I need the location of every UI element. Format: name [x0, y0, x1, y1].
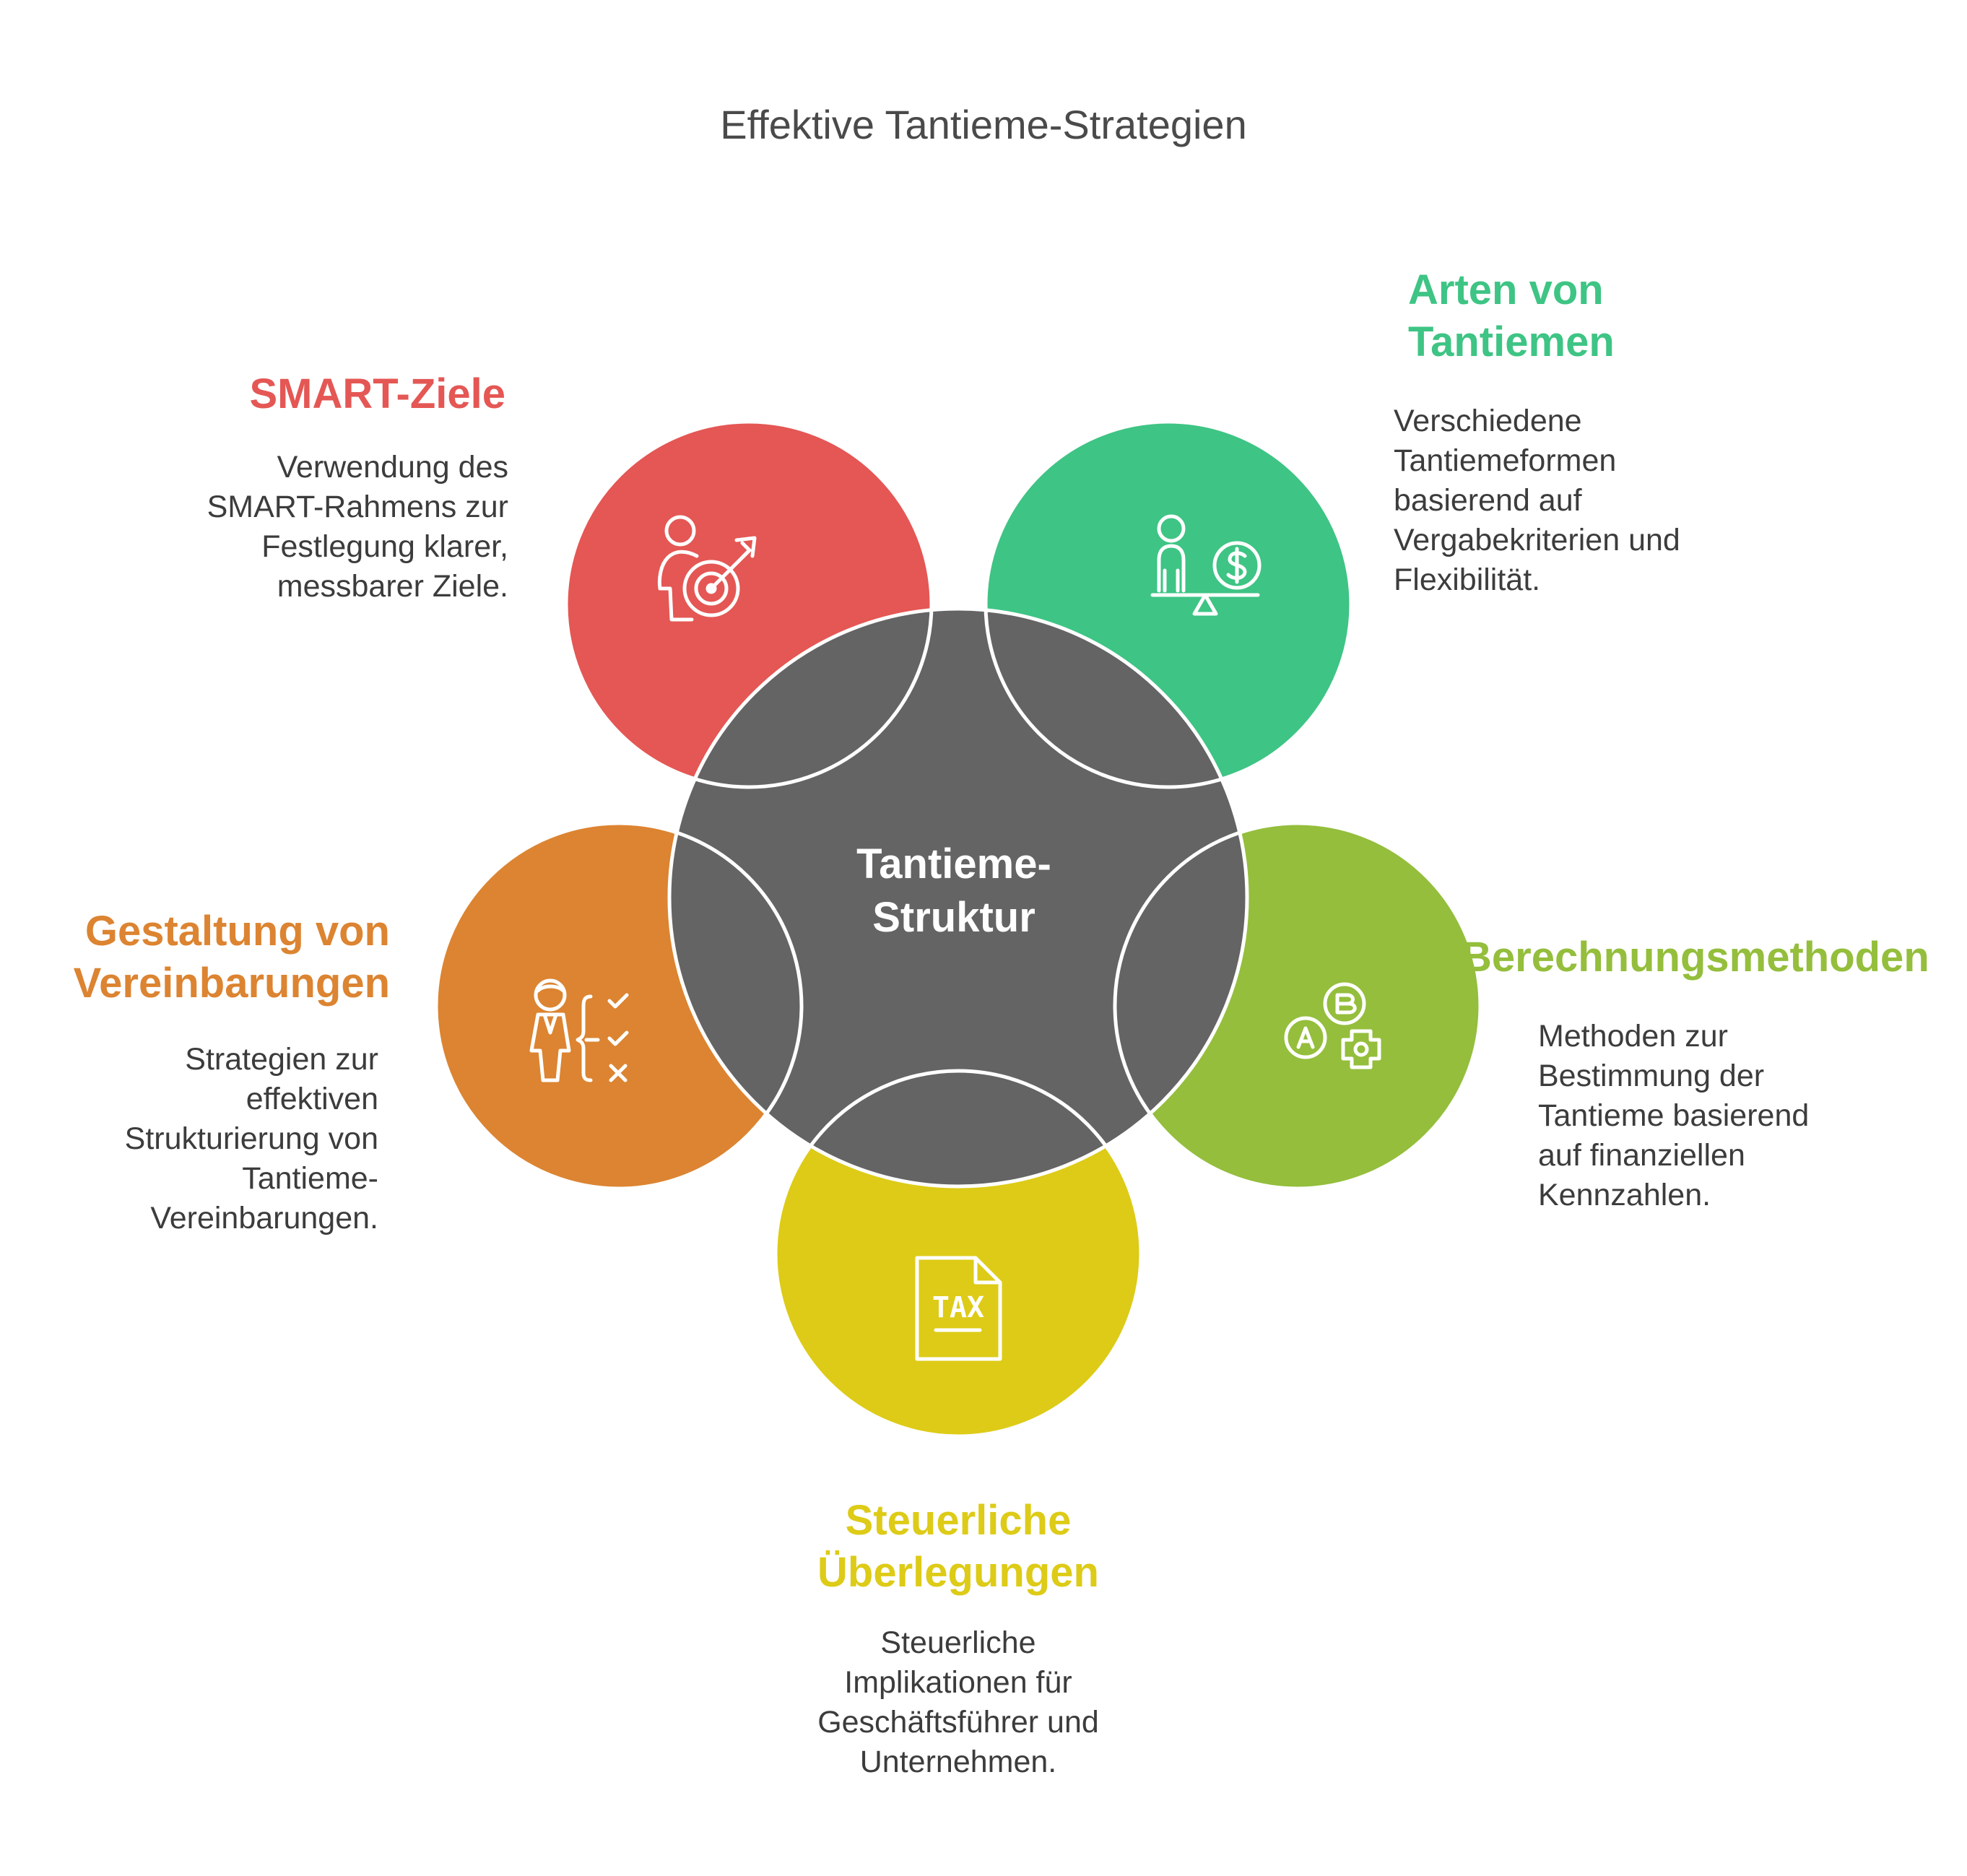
arten-heading-line: Tantiemen	[1408, 318, 1615, 365]
gestaltung-heading: Gestaltung von Vereinbarungen	[74, 906, 390, 1009]
berechnung-heading: Berechnungsmethoden	[1462, 932, 1929, 983]
gestaltung-text-line: Vereinbarungen.	[150, 1201, 378, 1236]
smart-heading: SMART-Ziele	[250, 368, 506, 420]
steuer-text-line: Unternehmen.	[859, 1745, 1057, 1779]
arten-text-line: basierend auf	[1394, 483, 1582, 518]
arten-text-line: Vergabekriterien und	[1394, 523, 1680, 557]
steuer-text-line: Implikationen für	[844, 1665, 1072, 1700]
steuer-heading-line: Überlegungen	[817, 1549, 1099, 1596]
berechnung-text-line: Bestimmung der	[1538, 1059, 1765, 1093]
arten-heading: Arten von Tantiemen	[1408, 264, 1615, 368]
person-scale-dollar-icon	[1150, 514, 1262, 616]
smart-text-line: messbarer Ziele.	[277, 569, 508, 604]
smart-text-line: SMART-Rahmens zur	[207, 490, 508, 524]
steuer-text-line: Geschäftsführer und	[817, 1705, 1099, 1740]
circle-center	[667, 607, 1249, 1189]
outline-arten	[984, 420, 1353, 789]
smart-text-line: Festlegung klarer,	[261, 529, 508, 564]
ab-options-icon	[1284, 982, 1381, 1069]
smart-description: Verwendung des SMART-Rahmens zur Festleg…	[207, 448, 508, 607]
gestaltung-description: Strategien zur effektiven Strukturierung…	[125, 1040, 378, 1238]
gestaltung-text-line: Tantieme-	[242, 1161, 378, 1196]
arten-description: Verschiedene Tantiemeformen basierend au…	[1394, 401, 1680, 600]
smart-text-line: Verwendung des	[277, 450, 508, 485]
berechnung-text-line: auf finanziellen	[1538, 1138, 1745, 1173]
steuer-heading: Steuerliche Überlegungen	[742, 1495, 1175, 1599]
berechnung-text-line: Kennzahlen.	[1538, 1178, 1711, 1212]
gestaltung-text-line: Strategien zur	[185, 1042, 378, 1077]
berechnung-description: Methoden zur Bestimmung der Tantieme bas…	[1538, 1017, 1809, 1215]
arten-text-line: Tantiemeformen	[1394, 443, 1617, 478]
steuer-heading-line: Steuerliche	[845, 1497, 1072, 1544]
arten-text-line: Verschiedene	[1394, 404, 1582, 438]
outline-steuer	[773, 1069, 1143, 1438]
outline-berechnung	[1113, 821, 1482, 1191]
gestaltung-heading-line: Vereinbarungen	[73, 960, 390, 1007]
gestaltung-text-line: effektiven	[246, 1082, 378, 1116]
arten-text-line: Flexibilität.	[1394, 563, 1541, 597]
diagram-title: Effektive Tantieme-Strategien	[720, 102, 1247, 147]
tax-icon-label: TAX	[932, 1291, 984, 1324]
person-target-icon	[657, 515, 757, 622]
center-label: Tantieme- Struktur	[799, 838, 1109, 944]
gestaltung-text-line: Strukturierung von	[124, 1121, 378, 1156]
berechnung-text-line: Tantieme basierend	[1538, 1098, 1810, 1133]
berechnung-text-line: Methoden zur	[1538, 1019, 1728, 1054]
outline-smart	[564, 420, 934, 789]
steuer-text-line: Steuerliche	[880, 1625, 1036, 1660]
berechnung-heading-line: Berechnungsmethoden	[1462, 934, 1929, 981]
smart-heading-line: SMART-Ziele	[249, 370, 506, 417]
person-checklist-icon	[529, 978, 629, 1082]
tax-document-icon	[915, 1256, 1002, 1361]
center-label-line2: Struktur	[872, 894, 1035, 941]
outline-gestaltung	[434, 821, 804, 1191]
arten-heading-line: Arten von	[1408, 266, 1604, 313]
steuer-description: Steuerliche Implikationen für Geschäftsf…	[742, 1623, 1175, 1782]
gestaltung-heading-line: Gestaltung von	[84, 908, 390, 955]
center-label-line1: Tantieme-	[856, 841, 1051, 887]
